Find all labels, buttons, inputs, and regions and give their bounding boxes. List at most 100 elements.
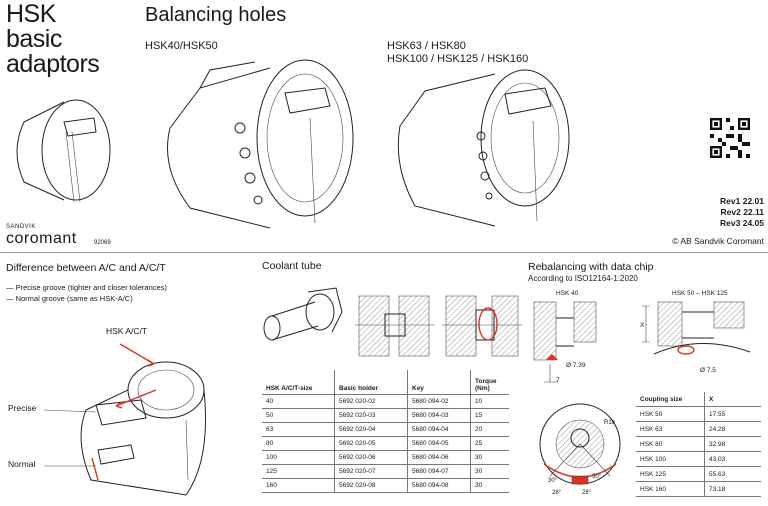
title-line-3: adaptors [6,50,100,78]
cell-holder: 5692 020-04 [334,422,408,437]
cell-size: 100 [262,450,335,465]
cell-size: 125 [262,464,335,479]
cell-x: 32.98 [704,436,761,452]
coolant-section-a [355,295,435,357]
col-key: Key [407,370,471,395]
cell-torque: 25 [470,436,509,451]
table-header-row: HSK A/C/T-size Basic holder Key Torque (… [262,370,509,395]
difference-title: Difference between A/C and A/C/T [6,262,166,274]
col-torque: Torque (Nm) [470,370,509,395]
section-title: Balancing holes [145,4,287,26]
cell-torque: 10 [470,394,509,409]
col-basic-holder: Basic holder [334,370,408,395]
dim-75: Ø 7.5 [700,367,716,374]
cell-coupling: HSK 50 [636,406,705,422]
cell-torque: 15 [470,408,509,423]
document-code: 92069 [94,240,111,246]
title-line-2: basic [6,25,62,53]
cell-torque: 30 [470,450,509,465]
label-precise: Precise [8,403,37,413]
cell-holder: 5692 020-06 [334,450,408,465]
coolant-tube-illustration [263,287,343,341]
dim-r16: R16 [604,420,616,426]
cell-holder: 5692 020-07 [334,464,408,479]
brand-sandvik: SANDVIK [6,224,36,230]
cell-holder: 5692 020-02 [334,394,408,409]
label-hsk-act: HSK A/C/T [106,326,148,336]
small-adaptor-illustration [16,99,111,203]
title-line-1: HSK [6,0,56,28]
rebalancing-subtitle: According to ISO12164-1:2020 [528,274,638,283]
bullet-normal: — Normal groove (same as HSK-A/C) [6,294,133,303]
bullet-precise: — Precise groove (tighter and closer tol… [6,283,167,292]
cell-size: 160 [262,478,335,493]
cell-key: 5680 094-04 [407,422,471,437]
revision-list: Rev1 22.01 Rev2 22.11 Rev3 24.05 [720,196,764,229]
cell-holder: 5692 020-08 [334,478,408,493]
copyright: © AB Sandvik Coromant [672,236,764,246]
cell-holder: 5692 020-03 [334,408,408,423]
cell-x: 43.03 [704,451,761,467]
coolant-title: Coolant tube [262,260,322,272]
coolant-table: HSK A/C/T-size Basic holder Key Torque (… [262,370,509,493]
cell-key: 5680 094-05 [407,436,471,451]
variant-right-label-1: HSK63 / HSK80 [387,40,466,52]
cell-coupling: HSK 160 [636,481,705,497]
label-hsk50-125: HSK 50 – HSK 125 [672,290,728,297]
dim-x: X [640,322,645,329]
angle-2: 30° [592,474,602,480]
cell-key: 5680 094-06 [407,450,471,465]
cell-size: 50 [262,408,335,423]
dim-739: Ø 7.39 [566,362,586,369]
revision-2: Rev2 22.11 [720,207,764,217]
variant-left-label: HSK40/HSK50 [145,40,218,52]
divider [0,252,768,253]
qr-code[interactable] [710,118,750,158]
revision-1: Rev1 22.01 [720,196,764,206]
page-title: HSK basic adaptors [6,0,100,78]
difference-bullets: — Precise groove (tighter and closer tol… [6,282,167,304]
variant-right-label-2: HSK100 / HSK125 / HSK160 [387,53,529,65]
cell-x: 17.55 [704,406,761,422]
cell-size: 63 [262,422,335,437]
data-chip-position-drawing [539,403,621,485]
cell-key: 5680 094-07 [407,464,471,479]
cell-key: 5680 094-03 [407,408,471,423]
cell-torque: 30 [470,478,509,493]
cell-torque: 30 [470,464,509,479]
hsk40-section-drawing [533,301,597,383]
groove-comparison-illustration [43,343,206,496]
revision-3: Rev3 24.05 [720,218,764,228]
cell-key: 5680 094-08 [407,478,471,493]
cell-coupling: HSK 80 [636,436,705,452]
label-hsk40: HSK 40 [556,290,579,297]
hsk50-125-section-drawing [642,301,751,355]
hsk40-50-illustration [167,59,354,229]
cell-x: 55.63 [704,466,761,482]
cell-coupling: HSK 63 [636,421,705,437]
angle-3: 28° [552,490,562,496]
brand-logo: coromant [6,230,77,247]
angle-1: 30° [548,478,558,484]
col-x: X [704,392,761,407]
cell-coupling: HSK 125 [636,466,705,482]
cell-x: 73.18 [704,481,761,497]
label-normal: Normal [8,459,36,469]
cell-coupling: HSK 100 [636,451,705,467]
rebalancing-title: Rebalancing with data chip [528,261,654,273]
dim-7: 7 [556,377,560,384]
cell-holder: 5692 020-05 [334,436,408,451]
cell-key: 5680 094-02 [407,394,471,409]
